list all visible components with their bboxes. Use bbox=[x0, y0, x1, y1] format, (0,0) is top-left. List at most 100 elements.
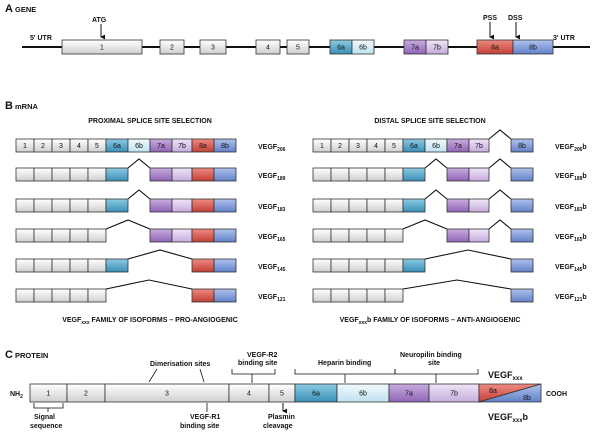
proximal-row-0-exon-6b-label: 6b bbox=[135, 143, 143, 150]
proximal-row-4: VEGF145 bbox=[15, 249, 286, 273]
section-b-title: mRNA bbox=[15, 102, 39, 111]
proximal-row-2-exon-8b bbox=[213, 198, 237, 213]
distal-row-4-exon-4 bbox=[366, 258, 386, 273]
proximal-row-1: VEGF189 bbox=[15, 158, 286, 182]
distal-row-5-exon-5 bbox=[384, 288, 404, 303]
distal-row-1-exon-2 bbox=[330, 167, 350, 182]
proximal-row-5-exon-1 bbox=[15, 288, 35, 303]
proximal-row-4-exon-4 bbox=[69, 258, 89, 273]
proximal-row-1-exon-6a bbox=[105, 167, 129, 182]
distal-row-3-exon-3 bbox=[348, 228, 368, 243]
proximal-row-0-exon-8b-label: 8b bbox=[221, 143, 229, 150]
pss-label: PSS bbox=[483, 15, 497, 22]
distal-row-0-exon-1-label: 1 bbox=[320, 143, 324, 150]
proximal-row-4-exon-8b bbox=[213, 258, 237, 273]
distal-isoform-label-5: VEGF121b bbox=[555, 294, 587, 303]
heparin-bracket bbox=[294, 369, 396, 375]
distal-row-5-splice-0 bbox=[402, 279, 512, 290]
plasmin-label-line1: Plasmin bbox=[268, 414, 295, 421]
proximal-row-4-exon-1 bbox=[15, 258, 35, 273]
neuropilin-label-line2: site bbox=[428, 360, 440, 367]
proximal-row-3-exon-2 bbox=[33, 228, 53, 243]
distal-row-1-exon-5 bbox=[384, 167, 404, 182]
atg-label: ATG bbox=[92, 17, 107, 24]
proximal-row-3-exon-7a bbox=[149, 228, 173, 243]
section-b-mrna: B mRNA PROXIMAL SPLICE SITE SELECTION DI… bbox=[5, 100, 587, 326]
distal-row-2-splice-1 bbox=[488, 189, 512, 200]
distal-row-1-exon-3 bbox=[348, 167, 368, 182]
distal-row-4-exon-5 bbox=[384, 258, 404, 273]
protein-domain-1-label: 1 bbox=[47, 391, 51, 398]
proximal-row-0-exon-3-label: 3 bbox=[59, 143, 63, 150]
proximal-row-3-exon-8b bbox=[213, 228, 237, 243]
proximal-row-2-exon-8a bbox=[191, 198, 215, 213]
distal-row-4-splice-0 bbox=[424, 249, 512, 260]
distal-row-1-exon-7b bbox=[468, 167, 490, 182]
vegfxxx-label: VEGFxxx bbox=[488, 370, 523, 382]
proximal-row-2: VEGF183 bbox=[15, 189, 286, 213]
proximal-row-5-exon-2 bbox=[33, 288, 53, 303]
dimerisation-pointer-left bbox=[148, 368, 158, 383]
distal-row-5-exon-4 bbox=[366, 288, 386, 303]
gene-exon-3-label: 3 bbox=[211, 45, 215, 52]
gene-exon-8b bbox=[512, 39, 554, 55]
distal-row-2-exon-4 bbox=[366, 198, 386, 213]
gene-exon-7b-label: 7b bbox=[433, 45, 441, 52]
protein-domain-3-label: 3 bbox=[165, 391, 169, 398]
distal-row-0-exon-6b-label: 6b bbox=[432, 143, 440, 150]
distal-row-1-exon-6a bbox=[402, 167, 426, 182]
proximal-row-4-exon-8a bbox=[191, 258, 215, 273]
proximal-row-3-exon-7b bbox=[171, 228, 193, 243]
dimerisation-label: Dimerisation sites bbox=[150, 361, 210, 368]
proximal-row-0-exon-5-label: 5 bbox=[95, 143, 99, 150]
proximal-isoform-label-5: VEGF121 bbox=[258, 294, 286, 303]
proximal-row-1-exon-2 bbox=[33, 167, 53, 182]
signal-label-line1: Signal bbox=[34, 414, 55, 421]
vegfr2-bracket bbox=[231, 369, 276, 375]
proximal-isoform-label-2: VEGF183 bbox=[258, 204, 286, 213]
proximal-row-3-exon-3 bbox=[51, 228, 71, 243]
gene-exon-1 bbox=[61, 39, 143, 55]
vegfr1-label-line1: VEGF-R1 bbox=[190, 414, 220, 421]
proximal-isoform-label-4: VEGF145 bbox=[258, 264, 286, 273]
proximal-row-4-splice-0 bbox=[127, 249, 193, 260]
proximal-row-0-exon-1-label: 1 bbox=[23, 143, 27, 150]
proximal-row-2-exon-5 bbox=[87, 198, 107, 213]
distal-row-3-exon-5 bbox=[384, 228, 404, 243]
anti-angiogenic-family-label: VEGFxxxb FAMILY OF ISOFORMS – ANTI-ANGIO… bbox=[340, 317, 521, 326]
heparin-label: Heparin binding bbox=[318, 360, 371, 367]
proximal-row-1-exon-7b bbox=[171, 167, 193, 182]
gene-exon-6b bbox=[351, 39, 375, 55]
protein-domain-7a-label: 7a bbox=[405, 391, 413, 398]
proximal-row-2-splice-0 bbox=[127, 189, 151, 200]
distal-row-2-exon-8b bbox=[510, 198, 534, 213]
distal-row-2-exon-6a bbox=[402, 198, 426, 213]
dimerisation-pointer-right bbox=[199, 368, 205, 383]
distal-row-2: VEGF183b bbox=[312, 189, 587, 213]
distal-row-1-exon-7a bbox=[446, 167, 470, 182]
distal-row-3-exon-2 bbox=[330, 228, 350, 243]
distal-heading: DISTAL SPLICE SITE SELECTION bbox=[374, 118, 485, 125]
proximal-row-1-exon-8a bbox=[191, 167, 215, 182]
proximal-row-2-exon-2 bbox=[33, 198, 53, 213]
proximal-row-3-exon-5 bbox=[87, 228, 107, 243]
proximal-row-3-exon-4 bbox=[69, 228, 89, 243]
proximal-isoform-label-1: VEGF189 bbox=[258, 173, 286, 182]
distal-row-0-exon-8b-label: 8b bbox=[518, 143, 526, 150]
distal-row-1-exon-8b bbox=[510, 167, 534, 182]
gene-exon-8b-label: 8b bbox=[529, 45, 537, 52]
vegfr1-label-line2: binding site bbox=[180, 423, 219, 430]
proximal-row-5-exon-3 bbox=[51, 288, 71, 303]
distal-row-0-exon-7a-label: 7a bbox=[454, 143, 462, 150]
distal-row-3-splice-0 bbox=[402, 219, 448, 230]
proximal-isoform-label-0: VEGF206 bbox=[258, 144, 286, 153]
distal-row-5-exon-1 bbox=[312, 288, 332, 303]
gene-exon-1-label: 1 bbox=[100, 45, 104, 52]
gene-exon-4 bbox=[255, 39, 281, 55]
distal-row-2-exon-1 bbox=[312, 198, 332, 213]
distal-isoform-label-2: VEGF183b bbox=[555, 204, 587, 213]
utr5-label: 5' UTR bbox=[30, 35, 52, 42]
neuropilin-label-line1: Neuropilin binding bbox=[400, 352, 462, 359]
gene-exon-5 bbox=[286, 39, 310, 55]
